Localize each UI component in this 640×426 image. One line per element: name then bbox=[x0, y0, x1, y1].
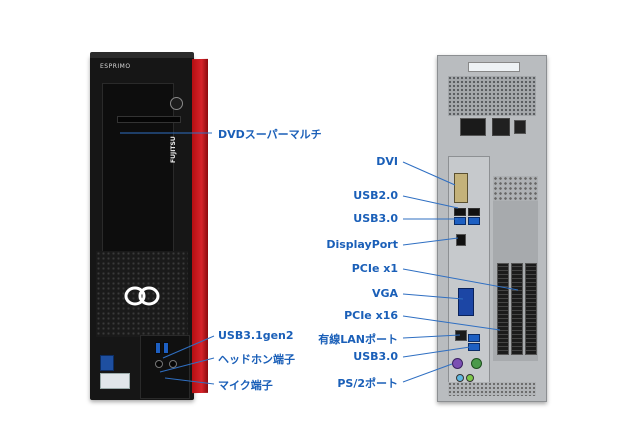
maker-logo: FUJITSU bbox=[170, 136, 177, 163]
usb3-port bbox=[468, 217, 480, 225]
usb3-port bbox=[468, 334, 480, 342]
ps2-mouse-port-icon bbox=[471, 358, 482, 369]
infinity-logo-icon bbox=[124, 286, 160, 306]
label-pcie-x16: PCIe x16 bbox=[344, 309, 398, 322]
dvd-tray-slot bbox=[117, 116, 181, 123]
line-in-jack-icon bbox=[456, 374, 464, 382]
label-usb3-bottom: USB3.0 bbox=[353, 350, 398, 363]
front-mesh-grille bbox=[96, 251, 188, 337]
usb3-port bbox=[468, 343, 480, 351]
psu-fan-vent bbox=[448, 76, 536, 116]
power-switch-icon bbox=[514, 120, 526, 134]
pcie-x1-slot bbox=[497, 263, 509, 355]
lan-port-icon bbox=[455, 330, 467, 341]
rear-top-label bbox=[468, 62, 520, 72]
pcie-slot bbox=[511, 263, 523, 355]
front-usb-port bbox=[155, 342, 161, 354]
label-dvi: DVI bbox=[376, 155, 398, 168]
label-ps2-port: PS/2ポート bbox=[337, 377, 398, 390]
cpu-sticker bbox=[100, 355, 114, 371]
mic-jack-icon bbox=[169, 360, 177, 368]
label-dvd-drive: DVDスーパーマルチ bbox=[218, 128, 322, 141]
displayport-icon bbox=[456, 234, 466, 246]
label-mic-jack: マイク端子 bbox=[218, 379, 273, 392]
front-top-edge bbox=[90, 52, 194, 58]
brand-label: ESPRIMO bbox=[100, 63, 131, 70]
label-displayport: DisplayPort bbox=[326, 238, 398, 251]
label-lan-port: 有線LANポート bbox=[318, 333, 398, 346]
label-usb3-top: USB3.0 bbox=[353, 212, 398, 225]
headphone-jack-icon bbox=[155, 360, 163, 368]
usb2-port bbox=[468, 208, 480, 216]
front-usb-port bbox=[163, 342, 169, 354]
power-button-icon bbox=[170, 97, 183, 110]
pcie-x16-slot bbox=[525, 263, 537, 355]
power-inlet-icon bbox=[460, 118, 486, 136]
label-usb31: USB3.1gen2 bbox=[218, 329, 294, 342]
usb2-port bbox=[454, 208, 466, 216]
front-tower: ESPRIMO FUJITSU bbox=[90, 52, 208, 400]
dvi-port-icon bbox=[454, 173, 468, 203]
label-pcie-x1: PCIe x1 bbox=[351, 262, 398, 275]
expansion-slot-area bbox=[493, 201, 538, 361]
front-io-panel bbox=[140, 335, 190, 399]
label-usb2: USB2.0 bbox=[353, 189, 398, 202]
label-headphone-jack: ヘッドホン端子 bbox=[218, 353, 295, 366]
label-vga: VGA bbox=[371, 287, 398, 300]
front-red-side-panel bbox=[192, 58, 208, 394]
vga-port-icon bbox=[458, 288, 474, 316]
line-out-jack-icon bbox=[466, 374, 474, 382]
info-sticker bbox=[100, 373, 130, 389]
rear-tower bbox=[437, 55, 547, 402]
power-outlet-icon bbox=[492, 118, 510, 136]
rear-bottom-vent bbox=[448, 382, 536, 396]
usb3-port bbox=[454, 217, 466, 225]
ps2-keyboard-port-icon bbox=[452, 358, 463, 369]
